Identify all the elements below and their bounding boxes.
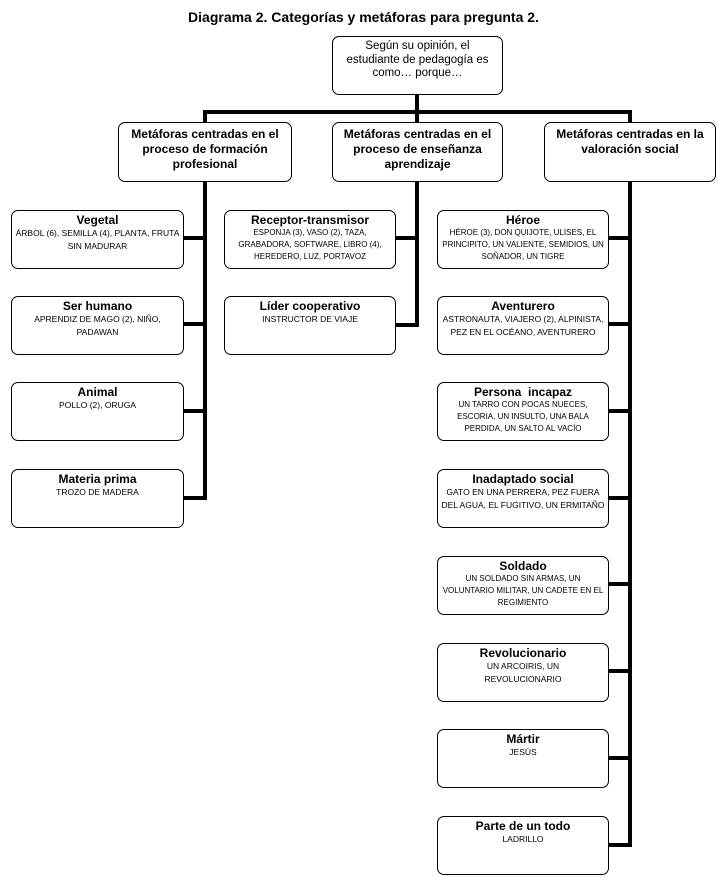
leaf-title: Animal	[77, 385, 118, 399]
category-label: Metáforas centradas en el proceso de for…	[131, 127, 279, 171]
leaf-box-aventurero: Aventurero ASTRONAUTA, VIAJERO (2), ALPI…	[437, 296, 609, 355]
leaf-title: Ser humano	[62, 299, 133, 313]
root-question-box: Según su opinión, el estudiante de pedag…	[332, 36, 503, 95]
category-box-ensenanza: Metáforas centradas en el proceso de ens…	[332, 122, 503, 182]
leaf-box-animal: Animal POLLO (2), ORUGA	[11, 382, 184, 441]
leaf-title: Receptor-transmisor	[250, 213, 370, 227]
leaf-examples: ESPONJA (3), VASO (2), TAZA, GRABADORA, …	[238, 228, 382, 261]
category-box-valoracion: Metáforas centradas en la valoración soc…	[544, 122, 716, 182]
leaf-box-martir: Mártir JESÚS	[437, 729, 609, 788]
leaf-box-parte-de-un-todo: Parte de un todo LADRILLO	[437, 816, 609, 875]
leaf-title: Aventurero	[491, 299, 555, 313]
leaf-examples: TROZO DE MADERA	[56, 487, 139, 497]
leaf-title: Parte de un todo	[475, 819, 571, 833]
category-box-formacion: Metáforas centradas en el proceso de for…	[118, 122, 292, 182]
leaf-box-ser-humano: Ser humano APRENDIZ DE MAGO (2), NIÑO, P…	[11, 296, 184, 355]
leaf-title: Inadaptado social	[472, 472, 574, 486]
leaf-box-heroe: Héroe HÉROE (3), DON QUIJOTE, ULISES, EL…	[437, 210, 609, 269]
leaf-box-persona-incapaz: Persona incapaz UN TARRO CON POCAS NUECE…	[437, 382, 609, 441]
leaf-examples: GATO EN UNA PERRERA, PEZ FUERA DEL AGUA,…	[441, 487, 605, 510]
leaf-title: Líder cooperativo	[259, 299, 361, 313]
leaf-examples: ÁRBOL (6), SEMILLA (4), PLANTA, FRUTA SI…	[15, 228, 180, 251]
leaf-title: Mártir	[506, 732, 540, 746]
leaf-examples: UN TARRO CON POCAS NUECES, ESCORIA, UN I…	[457, 400, 589, 433]
diagram-title: Diagrama 2. Categorías y metáforas para …	[188, 9, 539, 25]
category-label: Metáforas centradas en la valoración soc…	[556, 127, 704, 156]
leaf-box-vegetal: Vegetal ÁRBOL (6), SEMILLA (4), PLANTA, …	[11, 210, 184, 269]
leaf-title: Vegetal	[76, 213, 119, 227]
leaf-title: Revolucionario	[479, 646, 567, 660]
leaf-examples: ASTRONAUTA, VIAJERO (2), ALPINISTA, PEZ …	[442, 314, 604, 337]
leaf-examples: LADRILLO	[502, 834, 544, 844]
leaf-box-materia-prima: Materia prima TROZO DE MADERA	[11, 469, 184, 528]
leaf-box-receptor-transmisor: Receptor-transmisor ESPONJA (3), VASO (2…	[224, 210, 396, 269]
leaf-title: Héroe	[505, 213, 540, 227]
leaf-title: Soldado	[499, 559, 547, 573]
leaf-examples: POLLO (2), ORUGA	[59, 400, 136, 410]
leaf-title: Persona incapaz	[473, 385, 573, 399]
leaf-box-revolucionario: Revolucionario UN ARCOIRIS, UN REVOLUCIO…	[437, 643, 609, 702]
leaf-examples: UN SOLDADO SIN ARMAS, UN VOLUNTARIO MILI…	[442, 574, 604, 607]
leaf-box-soldado: Soldado UN SOLDADO SIN ARMAS, UN VOLUNTA…	[437, 556, 609, 615]
leaf-examples: UN ARCOIRIS, UN REVOLUCIONARIO	[484, 661, 562, 684]
leaf-examples: APRENDIZ DE MAGO (2), NIÑO, PADAWAN	[34, 314, 161, 337]
leaf-examples: INSTRUCTOR DE VIAJE	[262, 314, 358, 324]
leaf-examples: HÉROE (3), DON QUIJOTE, ULISES, EL PRINC…	[442, 228, 604, 261]
root-question-text: Según su opinión, el estudiante de pedag…	[346, 40, 489, 79]
category-label: Metáforas centradas en el proceso de ens…	[343, 127, 492, 171]
leaf-box-inadaptado-social: Inadaptado social GATO EN UNA PERRERA, P…	[437, 469, 609, 528]
leaf-examples: JESÚS	[509, 747, 537, 757]
leaf-box-lider-cooperativo: Líder cooperativo INSTRUCTOR DE VIAJE	[224, 296, 396, 355]
leaf-title: Materia prima	[58, 472, 137, 486]
